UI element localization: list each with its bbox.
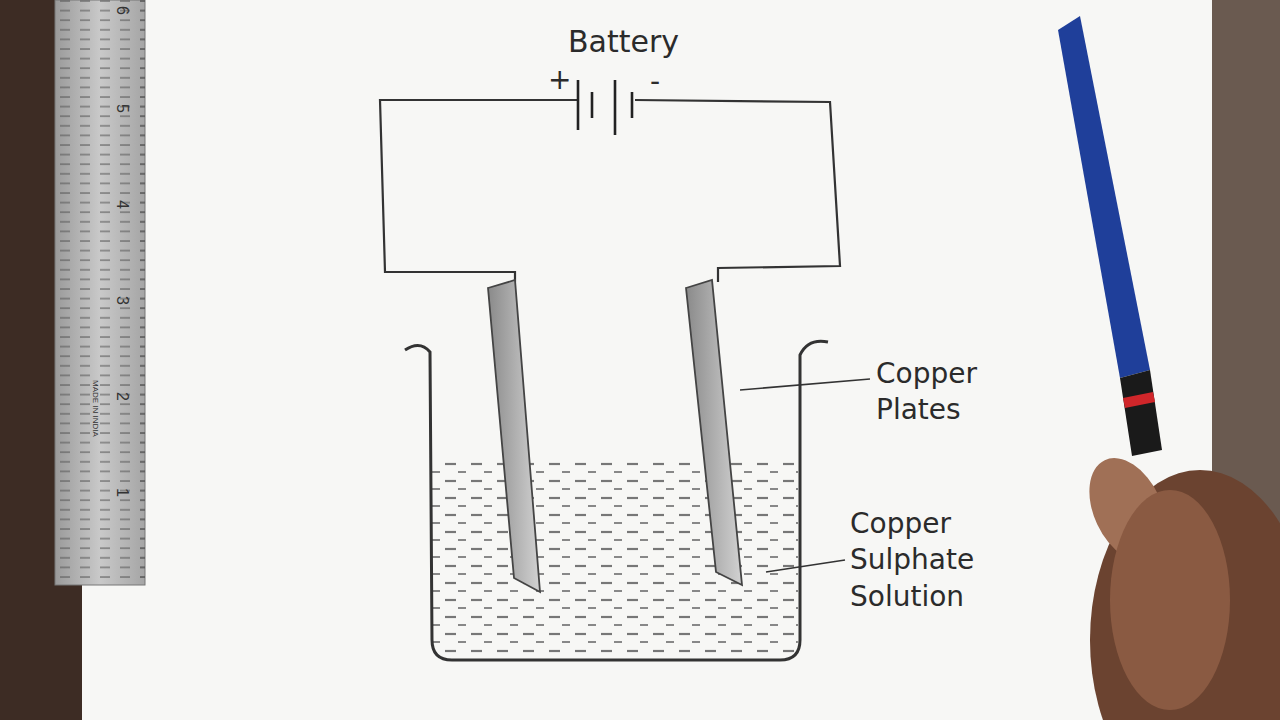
ruler-number: 6: [111, 6, 132, 15]
leader-line: [740, 379, 870, 390]
paper-sheet: [82, 0, 1212, 720]
beaker: [405, 341, 828, 660]
battery-symbol: [578, 80, 632, 135]
ruler-ticks: [135, 0, 145, 585]
polarity-sign: +: [548, 62, 571, 98]
part-label: Copper Plates: [876, 356, 1006, 429]
polarity-sign: -: [650, 64, 660, 100]
hand: [1074, 446, 1280, 720]
battery-label: Battery: [568, 22, 679, 61]
part-label: Copper Sulphate Solution: [850, 506, 1000, 615]
ruler-number: 1: [111, 488, 132, 497]
ruler-number: 3: [111, 296, 132, 305]
copper-plate: [488, 280, 540, 592]
blue-pen: [1058, 16, 1162, 456]
copper-plate: [686, 280, 742, 585]
circuit-wire: [380, 100, 840, 282]
ruler-number: 4: [111, 200, 132, 209]
copper-sulphate-solution: [432, 462, 798, 662]
ruler-number: 2: [111, 392, 132, 401]
ruler-number: 5: [111, 104, 132, 113]
ruler-ticks: [55, 0, 145, 585]
steel-ruler: [55, 0, 145, 585]
ruler-imprint: MADE IN INDIA: [90, 380, 100, 437]
leader-line: [766, 560, 845, 572]
